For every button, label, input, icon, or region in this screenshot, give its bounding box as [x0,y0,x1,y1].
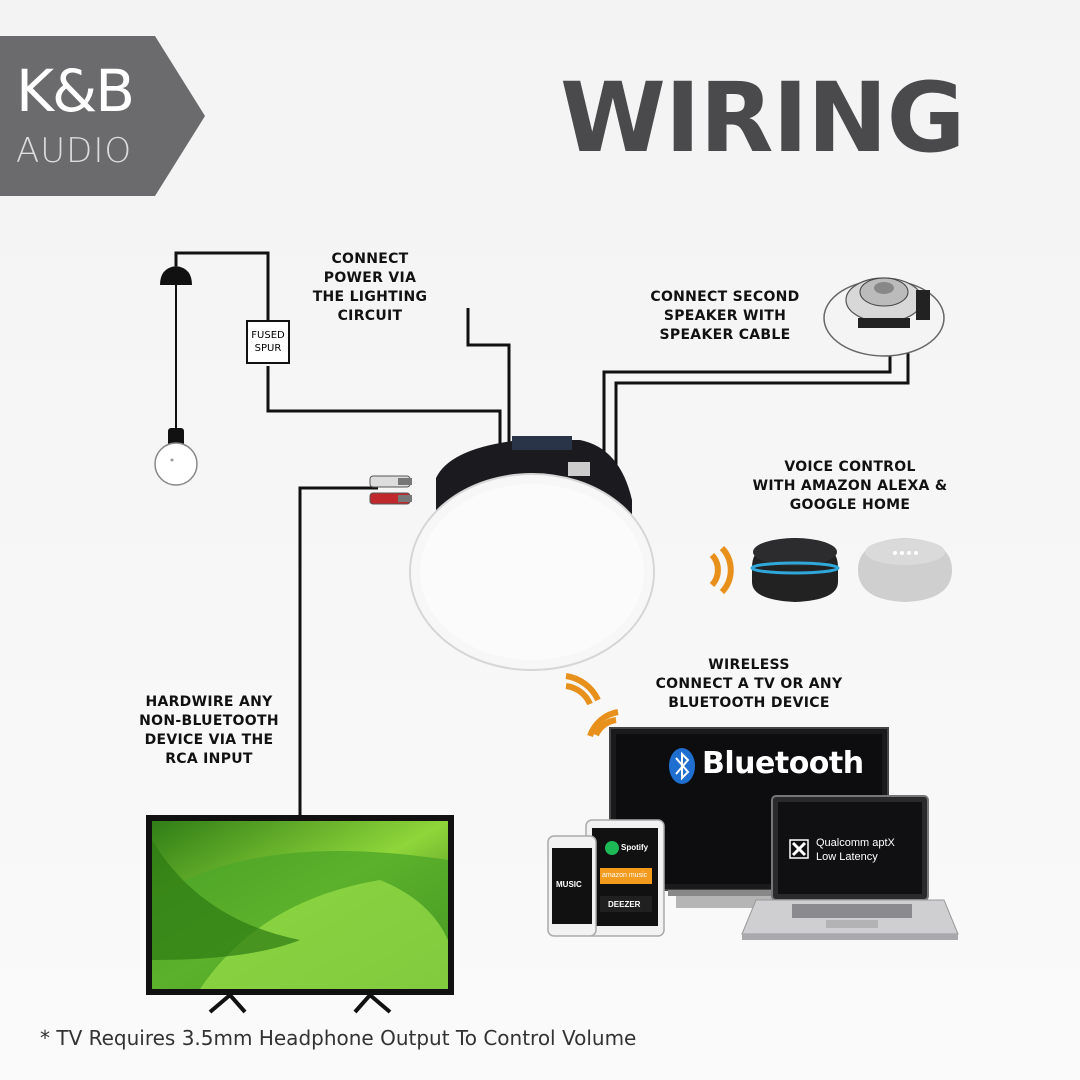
close-x-icon [789,839,809,859]
footnote: * TV Requires 3.5mm Headphone Output To … [40,1026,637,1050]
second-speaker-label-line: SPEAKER WITH [663,308,787,324]
amazon-echo-icon [750,538,840,602]
fused-spur-line-2: SPUR [254,343,282,354]
phone-icon [547,835,597,937]
brand-logo [0,36,205,196]
ceiling-light-icon [154,266,198,486]
voice-label-line: GOOGLE HOME [789,497,911,513]
aptx-line-2: Low Latency [816,851,878,863]
power-wire [174,251,511,450]
second-speaker-label: CONNECT SECOND SPEAKER WITH SPEAKER CABL… [630,288,820,345]
page-title: WIRING [560,62,965,174]
wifi-signal-icon [709,545,734,595]
second-speaker-icon [823,277,945,357]
wireless-label: WIRELESS CONNECT A TV OR ANY BLUETOOTH D… [640,656,858,713]
apple-music-text: MUSIC [556,880,582,889]
aptx-line-1: Qualcomm aptX [816,837,895,849]
ceiling-speaker-icon [409,436,655,671]
wireless-label-line: WIRELESS [708,657,790,673]
second-speaker-label-line: CONNECT SECOND [650,289,800,305]
wireless-label-line: CONNECT A TV OR ANY [655,676,843,692]
voice-control-label: VOICE CONTROL WITH AMAZON ALEXA & GOOGLE… [742,458,958,515]
hardwire-label-line: HARDWIRE ANY [145,694,273,710]
power-label-line: CONNECT [331,251,409,267]
voice-label-line: VOICE CONTROL [784,459,916,475]
hardwire-label: HARDWIRE ANY NON-BLUETOOTH DEVICE VIA TH… [124,693,294,769]
power-label-line: THE LIGHTING [312,289,428,305]
wifi-signal-icon-2 [565,673,601,706]
power-label-line: CIRCUIT [337,308,403,324]
rca-cable [298,486,378,815]
hardwire-label-line: RCA INPUT [165,751,253,767]
rca-plugs-icon [369,475,412,505]
fused-spur-line-1: FUSED [251,330,285,341]
power-label-line: POWER VIA [323,270,417,286]
bluetooth-logo-icon [669,748,695,784]
second-speaker-label-line: SPEAKER CABLE [659,327,791,343]
aptx-badge: Qualcomm aptX Low Latency [816,836,895,864]
hardwire-label-line: DEVICE VIA THE [144,732,274,748]
logo-sub-text: AUDIO [16,131,133,171]
tablet-icon [585,819,665,937]
hardwire-label-line: NON-BLUETOOTH [139,713,279,729]
logo-main-text: K&B [16,57,135,125]
wireless-label-line: BLUETOOTH DEVICE [668,695,830,711]
power-label: CONNECT POWER VIA THE LIGHTING CIRCUIT [290,250,450,326]
google-home-icon [858,538,952,602]
wired-tv-icon [146,815,454,1014]
fused-spur-box: FUSED SPUR [246,320,290,364]
deezer-text: DEEZER [608,900,641,909]
bluetooth-brand-text: Bluetooth [702,746,864,781]
laptop-icon [741,795,959,940]
wifi-signal-icon-3 [587,709,619,738]
amazon-music-text: amazon music [602,872,648,879]
voice-label-line: WITH AMAZON ALEXA & [752,478,948,494]
spotify-text: Spotify [621,843,649,852]
